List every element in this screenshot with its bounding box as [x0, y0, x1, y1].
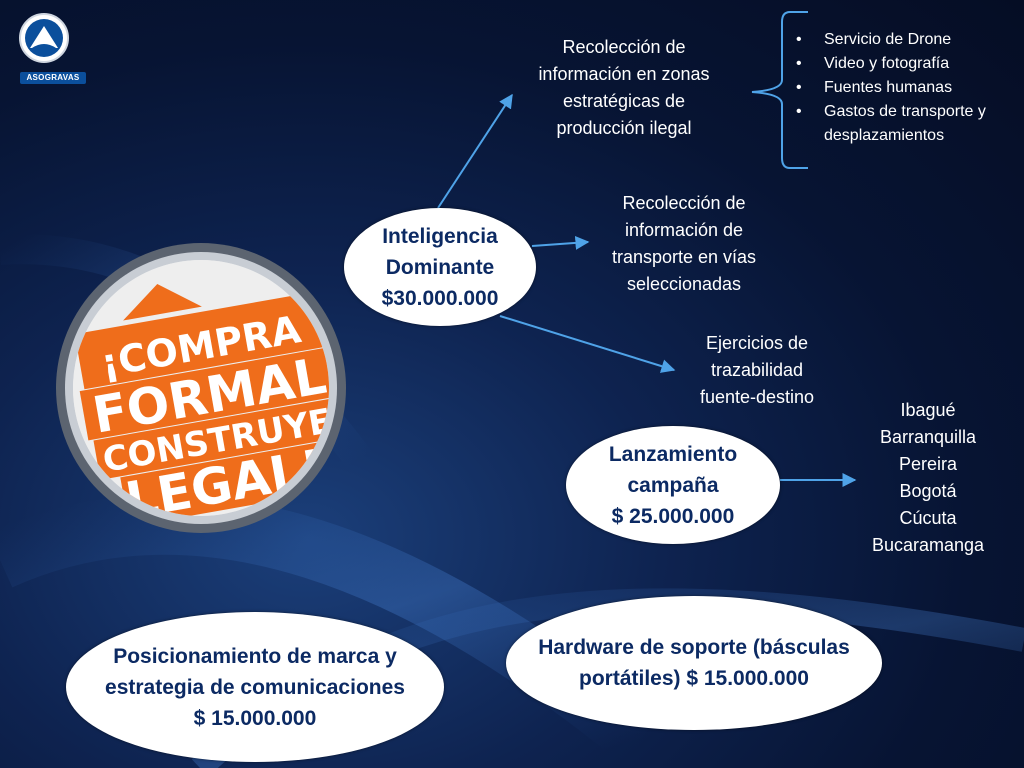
node-hardware-line-2: portátiles) $ 15.000.000	[579, 667, 809, 690]
branch-recoleccion-zonas: Recolección de información en zonas estr…	[508, 34, 740, 142]
city-item: Barranquilla	[879, 427, 977, 447]
branch-transporte-line-2: información de	[624, 220, 744, 240]
branch-trazabilidad: Ejercicios de trazabilidad fuente-destin…	[670, 330, 844, 411]
city-list: Ibagué Barranquilla Pereira Bogotá Cúcut…	[850, 397, 1006, 559]
asogravas-logo: ASOGRAVAS	[10, 10, 86, 84]
bullet-item: Servicio de Drone	[796, 28, 986, 52]
bracket-brace	[751, 11, 808, 169]
branch-zonas-line-3: estratégicas de	[562, 91, 686, 111]
arrow-to-trazabilidad	[499, 315, 676, 373]
city-item: Cúcuta	[899, 508, 957, 528]
city-item: Ibagué	[900, 400, 956, 420]
node-lanzamiento-campana: Lanzamiento campaña $ 25.000.000	[566, 426, 780, 544]
bullet-item-continuation: desplazamientos	[824, 127, 945, 144]
node-inteligencia-line-3: $30.000.000	[381, 286, 499, 310]
node-posicionamiento-line-2: estrategia de comunicaciones	[105, 675, 405, 699]
branch-trazabilidad-line-1: Ejercicios de	[705, 333, 809, 353]
node-lanzamiento-line-1: Lanzamiento	[608, 442, 738, 466]
node-inteligencia-line-2: Dominante	[385, 255, 495, 279]
bullet-item: Fuentes humanas	[796, 76, 986, 100]
asogravas-logo-icon	[19, 13, 69, 63]
branch-transporte-line-3: transporte en vías	[611, 247, 757, 267]
branch-transporte-line-1: Recolección de	[622, 193, 746, 213]
branch-zonas-line-4: producción ilegal	[556, 118, 692, 138]
node-lanzamiento-line-3: $ 25.000.000	[611, 504, 735, 528]
node-inteligencia-dominante: Inteligencia Dominante $30.000.000	[344, 208, 536, 326]
bullet-item: Gastos de transporte y	[796, 100, 986, 124]
bullet-list-resources: Servicio de Drone Video y fotografía Fue…	[796, 28, 986, 148]
campaign-magnifier-image: ¡COMPRA FORMAL CONSTRUYE LEGAL!	[56, 243, 346, 533]
logo-text: ASOGRAVAS	[20, 72, 86, 84]
node-posicionamiento-line-3: $ 15.000.000	[193, 706, 317, 730]
node-hardware-line-1: Hardware de soporte (básculas	[538, 636, 850, 659]
node-lanzamiento-line-2: campaña	[627, 473, 719, 497]
node-inteligencia-line-1: Inteligencia	[382, 224, 498, 248]
branch-recoleccion-transporte: Recolección de información de transporte…	[588, 190, 780, 298]
city-item: Bucaramanga	[871, 535, 985, 555]
city-item: Pereira	[898, 454, 958, 474]
arrow-to-transporte	[531, 235, 590, 250]
node-hardware-soporte: Hardware de soporte (básculas portátiles…	[506, 596, 882, 730]
city-item: Bogotá	[899, 481, 957, 501]
bullet-item: Video y fotografía	[796, 52, 986, 76]
branch-zonas-line-1: Recolección de	[562, 37, 686, 57]
branch-trazabilidad-line-3: fuente-destino	[699, 387, 815, 407]
branch-zonas-line-2: información en zonas	[538, 64, 710, 84]
node-posicionamiento-marca: Posicionamiento de marca y estrategia de…	[66, 612, 444, 762]
arrow-to-zonas	[437, 93, 513, 209]
branch-trazabilidad-line-2: trazabilidad	[710, 360, 804, 380]
branch-transporte-line-4: seleccionadas	[626, 274, 742, 294]
node-posicionamiento-line-1: Posicionamiento de marca y	[113, 644, 397, 668]
